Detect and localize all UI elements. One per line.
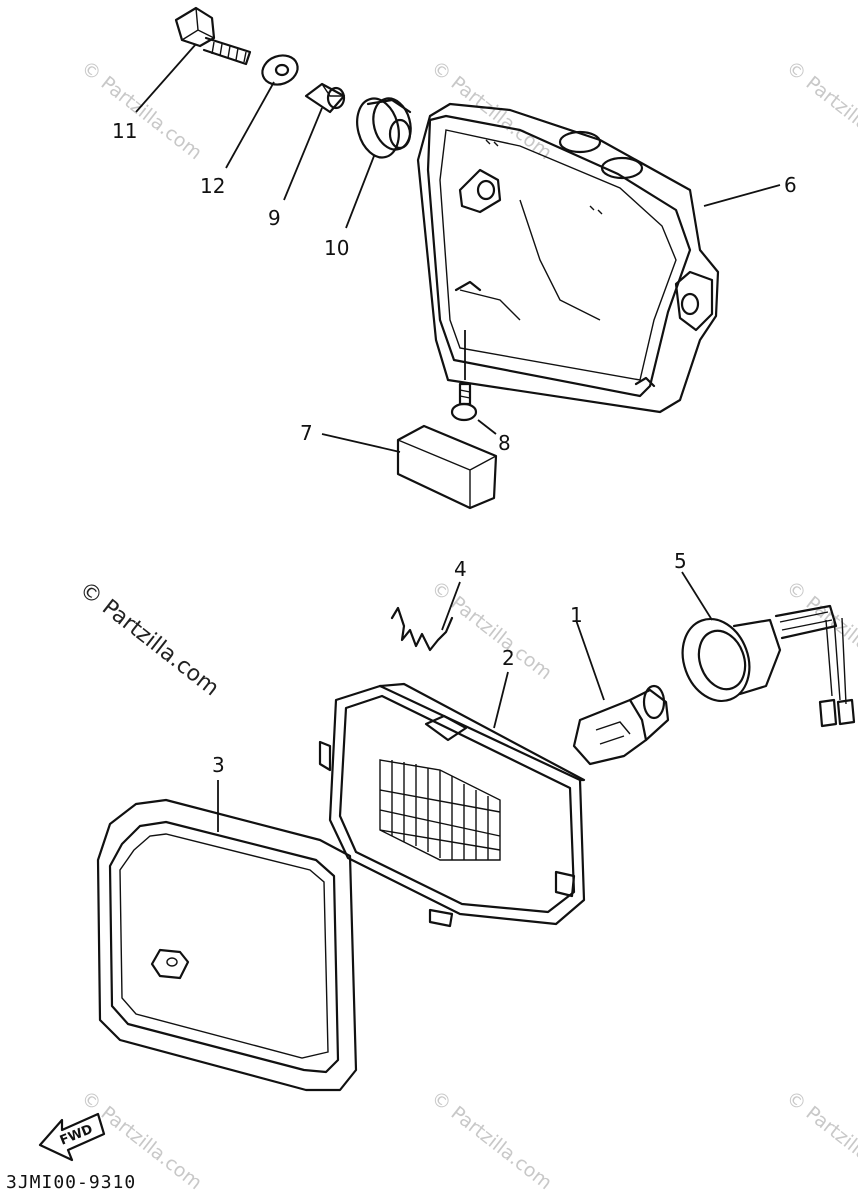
callout-6: 6: [784, 173, 797, 197]
callout-12: 12: [200, 174, 225, 198]
callout-9: 9: [268, 206, 281, 230]
part-11-bolt: [174, 6, 252, 66]
callout-11: 11: [112, 119, 137, 143]
diagram-code: 3JMI00-9310: [6, 1172, 137, 1193]
part-5-socket: [681, 604, 856, 728]
watermark: © Partzilla.com: [74, 577, 223, 701]
part-3-rim: [96, 798, 358, 1092]
watermark: © Partzilla.com: [782, 1087, 858, 1195]
callout-8: 8: [498, 431, 511, 455]
callouts: 11 12 9 10 6 7 8 4 5 1 2 3: [112, 119, 797, 777]
part-8-screw: [450, 330, 478, 422]
part-1-bulb: [572, 684, 670, 766]
watermark: © Partzilla.com: [427, 1087, 556, 1195]
part-9-collar: [304, 82, 346, 114]
part-6-housing: [416, 102, 720, 414]
part-2-headlight-unit: [318, 682, 586, 928]
callout-1: 1: [570, 603, 583, 627]
callout-5: 5: [674, 549, 687, 573]
callout-10: 10: [324, 236, 349, 260]
part-10-grommet: [356, 97, 412, 159]
callout-2: 2: [502, 646, 515, 670]
callout-7: 7: [300, 421, 313, 445]
fwd-label: FWD: [58, 1122, 95, 1149]
part-7-block: [396, 424, 498, 510]
callout-4: 4: [454, 557, 467, 581]
watermark: © Partzilla.com: [77, 57, 206, 165]
part-4-spring: [390, 606, 454, 652]
fwd-arrow-icon: FWD: [38, 1112, 106, 1162]
watermark: © Partzilla.com: [782, 57, 858, 165]
part-12-washer: [261, 54, 299, 86]
leader-lines: [135, 43, 781, 832]
watermark: © Partzilla.com: [427, 57, 556, 165]
callout-3: 3: [212, 753, 225, 777]
